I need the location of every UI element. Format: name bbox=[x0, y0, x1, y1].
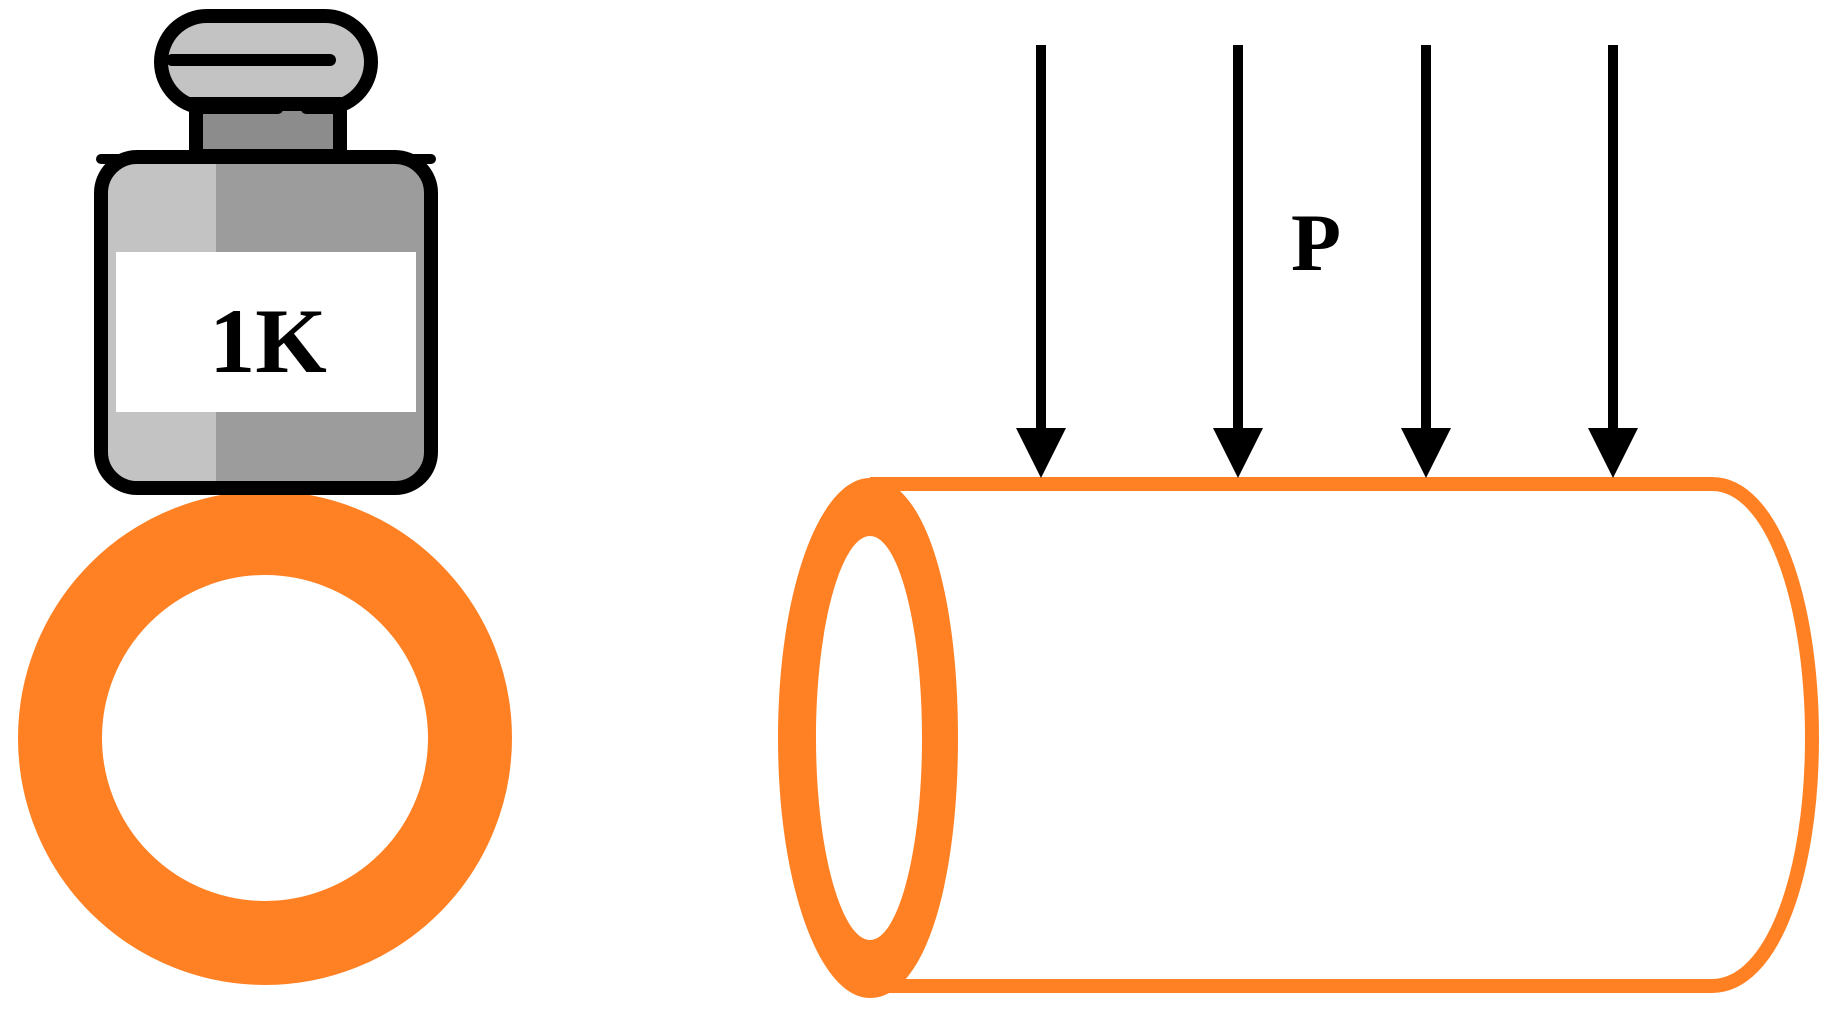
load-arrow-3 bbox=[1401, 45, 1451, 478]
pipe-side-view bbox=[778, 477, 1819, 998]
load-arrow-2 bbox=[1213, 45, 1263, 478]
distributed-load: P bbox=[1016, 45, 1638, 478]
load-arrow-1 bbox=[1016, 45, 1066, 478]
load-arrow-4 bbox=[1588, 45, 1638, 478]
pipe-end-face bbox=[778, 478, 958, 998]
calibration-weight: 1K bbox=[94, 9, 438, 495]
load-label: P bbox=[1291, 197, 1341, 288]
pipe-body-outline bbox=[870, 477, 1819, 993]
pipe-cross-section bbox=[18, 491, 512, 985]
pipe-ring bbox=[18, 491, 512, 985]
weight-label: 1K bbox=[209, 290, 327, 392]
weight-label-bg bbox=[116, 252, 416, 412]
